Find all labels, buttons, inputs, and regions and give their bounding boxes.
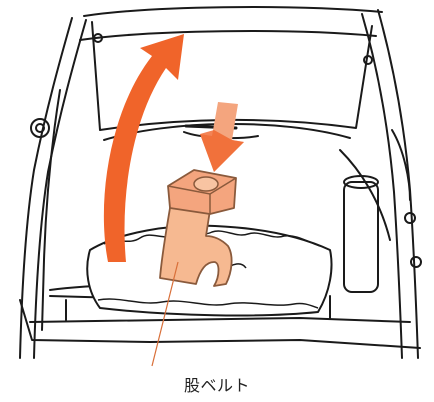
callout-label-crotch-strap: 股ベルト — [0, 372, 434, 396]
down-arrow-icon — [200, 102, 244, 172]
